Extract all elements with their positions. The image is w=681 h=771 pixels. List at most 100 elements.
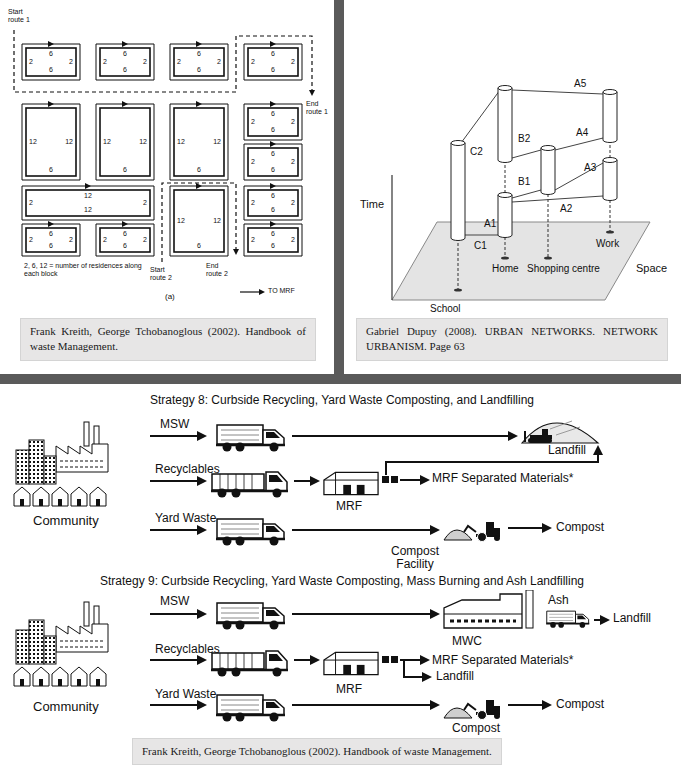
city-block <box>174 108 224 176</box>
city-block <box>26 228 76 252</box>
city-block <box>248 48 298 76</box>
residence-count: 6 <box>271 206 275 214</box>
product-label: MRF Separated Materials* <box>432 472 573 486</box>
flow-arrow <box>508 527 550 529</box>
collection-loop <box>96 224 154 256</box>
residence-count: 6 <box>271 242 275 250</box>
facility-icon <box>444 522 500 542</box>
residence-count: 6 <box>197 66 201 74</box>
residence-count: 12 <box>29 138 37 146</box>
caption-text: Gabriel Dupuy (2008). URBAN NETWORKS. NE… <box>366 324 658 355</box>
facility-icon <box>216 425 285 452</box>
strategy-title: Strategy 8: Curbside Recycling, Yard Was… <box>150 394 534 408</box>
trip-line <box>465 235 498 236</box>
city-block <box>248 190 298 216</box>
life-thread <box>505 160 506 195</box>
residence-count: 6 <box>197 50 201 58</box>
trip-label: A2 <box>560 203 572 215</box>
route-label: TO MRF <box>268 287 295 295</box>
residence-count: 6 <box>49 66 53 74</box>
flow-arrow <box>294 659 318 661</box>
residence-count: 6 <box>271 166 275 174</box>
flow-arrow <box>404 660 430 677</box>
route-path <box>14 30 312 262</box>
stay-cylinder <box>603 160 617 201</box>
stay-cylinder <box>603 90 617 95</box>
facility-icon <box>391 476 398 483</box>
facility-label: Compost <box>452 722 500 736</box>
collection-loop <box>244 224 302 256</box>
collection-loop <box>170 186 228 256</box>
flow-arrow <box>400 479 428 481</box>
place-point <box>544 256 552 259</box>
stay-cylinder <box>541 146 555 151</box>
residence-count: 6 <box>271 126 275 134</box>
trip-line <box>555 138 603 150</box>
residence-count: 6 <box>271 150 275 158</box>
stream-label: Yard Waste <box>155 512 216 526</box>
residence-count: 2 <box>103 236 107 244</box>
residence-count: 6 <box>123 66 127 74</box>
residence-count: 2 <box>291 236 295 244</box>
caption-text: Frank Kreith, George Tchobanoglous (2002… <box>142 744 492 759</box>
residence-count: 2 <box>251 58 255 66</box>
stay-cylinder <box>498 195 512 238</box>
residence-count: 6 <box>123 230 127 238</box>
life-thread <box>458 238 459 290</box>
place-point <box>501 256 509 259</box>
collection-loop <box>244 144 302 180</box>
collection-loop <box>244 44 302 80</box>
residence-count: 12 <box>103 138 111 146</box>
residence-count: 6 <box>49 230 53 238</box>
residence-count: 6 <box>123 50 127 58</box>
trip-label: A3 <box>584 162 596 174</box>
residence-count: 2 <box>143 199 147 207</box>
stay-cylinder <box>498 193 512 198</box>
flow-arrow <box>508 704 550 706</box>
axis-label: Time <box>360 198 384 211</box>
collection-loop <box>22 186 154 220</box>
residence-count: 2 <box>251 158 255 166</box>
facility-icon <box>391 656 398 663</box>
trip-line <box>512 150 541 158</box>
city-block <box>174 190 224 252</box>
facility-icon <box>444 590 533 628</box>
city-block <box>26 108 76 176</box>
facility-label: Landfill <box>436 670 474 684</box>
life-thread <box>548 194 549 258</box>
residence-count: 2 <box>291 58 295 66</box>
facility-icon <box>444 700 500 720</box>
time-axis <box>391 175 392 300</box>
residence-count: 12 <box>177 138 185 146</box>
trip-label: C2 <box>470 146 483 158</box>
residence-count: 2 <box>29 236 33 244</box>
facility-icon <box>216 603 285 630</box>
flow-arrow <box>292 704 438 706</box>
panel-divider <box>0 0 681 384</box>
residence-count: 2 <box>177 58 181 66</box>
flow-arrow <box>292 613 438 615</box>
stay-cylinder <box>451 86 617 241</box>
place-point <box>606 230 614 233</box>
place-label: Work <box>596 238 619 250</box>
facility-icon <box>324 472 378 494</box>
residence-count: 12 <box>139 138 147 146</box>
place-label: Shopping centre <box>527 263 600 275</box>
residence-count: 2 <box>69 236 73 244</box>
life-thread <box>505 237 506 258</box>
residence-count: 12 <box>213 217 221 225</box>
waste-strategy-flow <box>14 421 608 722</box>
product-label: Compost <box>556 698 604 712</box>
trip-label: A4 <box>576 127 588 139</box>
product-label: MRF Separated Materials* <box>432 654 573 668</box>
residence-count: 2 <box>29 199 33 207</box>
route-label: Start route 2 <box>150 266 182 282</box>
route-path <box>162 183 236 262</box>
city-block <box>248 228 298 252</box>
facility-label: MWC <box>452 635 482 649</box>
residence-count: 2 <box>251 199 255 207</box>
city-block <box>248 108 298 136</box>
